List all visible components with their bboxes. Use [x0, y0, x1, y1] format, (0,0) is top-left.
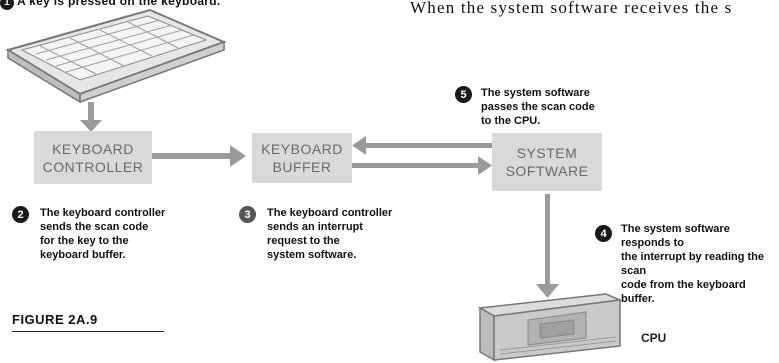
- step-2-line-3: for the key to the: [40, 235, 129, 247]
- keyboard-controller-box: KEYBOARD CONTROLLER: [34, 131, 152, 184]
- step-5-line-2: the interrupt by reading the scan: [621, 251, 765, 277]
- keyboard-buffer-line1: KEYBOARD: [261, 141, 343, 157]
- cpu-label: CPU: [641, 331, 667, 345]
- arrow-software-to-cpu: [545, 194, 550, 286]
- step-1-badge: 1: [0, 0, 14, 10]
- system-software-box: SYSTEM SOFTWARE: [492, 133, 602, 191]
- step-3-line-2: sends an interrupt: [267, 221, 363, 233]
- body-text-fragment: When the system software receives the s: [410, 0, 733, 17]
- step-5-note: 4 The system software responds to the in…: [595, 222, 775, 306]
- keyboard-buffer-box: KEYBOARD BUFFER: [252, 133, 352, 183]
- step-3-line-3: request to the: [267, 235, 340, 247]
- step-2-note: 2 The keyboard controller sends the scan…: [12, 206, 202, 262]
- step-4-line-3: to the CPU.: [481, 115, 541, 127]
- arrow-software-to-buffer: [366, 143, 492, 148]
- keyboard-illustration: [5, 8, 227, 104]
- step-5-line-3: code from the keyboard buffer.: [621, 279, 746, 305]
- step-2-line-1: The keyboard controller: [40, 207, 166, 219]
- step-3-badge: 3: [239, 206, 256, 223]
- system-software-line2: SOFTWARE: [505, 163, 589, 179]
- keyboard-buffer-line2: BUFFER: [272, 159, 332, 175]
- step-3-line-4: system software.: [267, 249, 357, 261]
- keyboard-controller-line2: CONTROLLER: [42, 158, 144, 175]
- step-1-text: A key is pressed on the keyboard.: [17, 0, 221, 8]
- step-5-line-1: The system software responds to: [621, 223, 730, 249]
- step-4-badge: 5: [455, 86, 472, 103]
- step-2-line-4: keyboard buffer.: [40, 249, 126, 261]
- system-software-line1: SYSTEM: [516, 145, 578, 161]
- cpu-illustration: [477, 293, 623, 362]
- step-2-badge: 2: [12, 206, 29, 223]
- arrow-controller-to-buffer: [152, 153, 230, 159]
- step-4-line-1: The system software: [481, 87, 590, 99]
- step-2-line-2: sends the scan code: [40, 221, 149, 233]
- arrow-buffer-to-software: [352, 163, 478, 168]
- arrow-keyboard-to-controller: [88, 102, 94, 122]
- keyboard-controller-line1: KEYBOARD: [52, 140, 134, 157]
- step-4-note: 5 The system software passes the scan co…: [455, 86, 755, 128]
- step-3-note: 3 The keyboard controller sends an inter…: [239, 206, 429, 262]
- figure-rule: [12, 331, 164, 332]
- step-5-badge: 4: [595, 225, 612, 242]
- figure-label: FIGURE 2A.9: [12, 312, 98, 327]
- step-3-line-1: The keyboard controller: [267, 207, 393, 219]
- step-4-line-2: passes the scan code: [481, 101, 595, 113]
